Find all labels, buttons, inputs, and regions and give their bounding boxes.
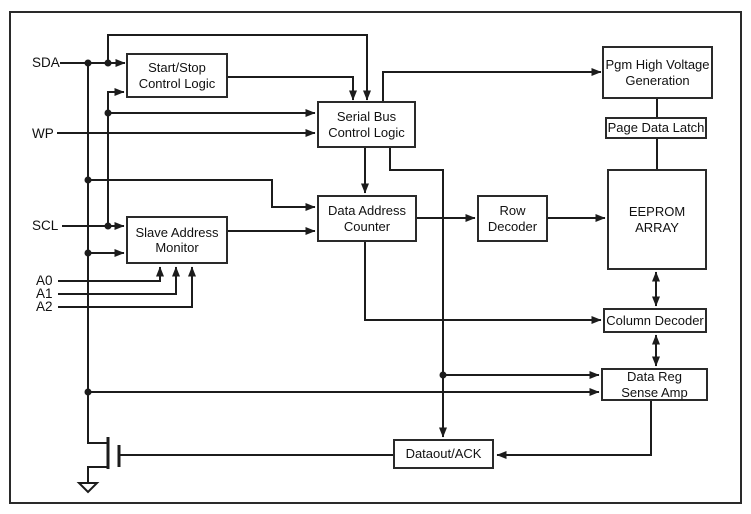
junction-dot <box>104 59 112 67</box>
pin-label-sda: SDA <box>32 55 60 70</box>
wire-sda-top-branch <box>107 34 371 101</box>
pin-label-scl: SCL <box>32 218 59 233</box>
pin-label-wp: WP <box>32 126 54 141</box>
junction-dot <box>84 176 92 184</box>
wire-sda-to-dac <box>88 179 316 211</box>
connection-wires <box>57 34 660 459</box>
wire-datareg-to-dataout <box>496 401 652 459</box>
block-eeprom-array: EEPROM ARRAY <box>607 169 707 270</box>
junction-dot <box>439 371 447 379</box>
junction-dots <box>84 59 447 396</box>
block-column-decoder: Column Decoder <box>603 308 707 333</box>
wire-a2 <box>58 266 196 308</box>
block-dataout-ack: Dataout/ACK <box>393 439 494 469</box>
block-serial-bus-control-logic: Serial Bus Control Logic <box>317 101 416 148</box>
junction-dot <box>84 249 92 257</box>
wire-dac-to-columndecoder <box>364 242 602 324</box>
block-data-address-counter: Data Address Counter <box>317 195 417 242</box>
junction-dot <box>104 222 112 230</box>
pin-label-a1: A1 <box>36 286 53 301</box>
mosfet-symbol <box>87 437 121 482</box>
wire-serialbus-to-pgmhv <box>382 68 602 101</box>
wire-scl-riser <box>107 88 125 226</box>
ground-symbol <box>76 482 100 494</box>
block-data-reg-sense-amp: Data Reg Sense Amp <box>601 368 708 401</box>
pin-label-a2: A2 <box>36 299 53 314</box>
pin-label-a0: A0 <box>36 273 53 288</box>
block-slave-address-monitor: Slave Address Monitor <box>126 216 228 264</box>
wire-a1 <box>58 266 180 295</box>
wire-startstop-to-serialbus <box>228 76 357 101</box>
block-page-data-latch: Page Data Latch <box>605 117 707 139</box>
diagram-border <box>9 11 742 504</box>
block-pgm-high-voltage-generation: Pgm High Voltage Generation <box>602 46 713 99</box>
mosfet-source-lead <box>87 466 107 482</box>
wire-sda-vertical-bus <box>87 63 107 444</box>
block-row-decoder: Row Decoder <box>477 195 548 242</box>
junction-dot <box>84 59 92 67</box>
junction-dot <box>84 388 92 396</box>
wire-a0 <box>58 266 164 282</box>
block-start-stop-control-logic: Start/Stop Control Logic <box>126 53 228 98</box>
junction-dot <box>104 109 112 117</box>
wire-serialbus-to-dataout <box>389 148 447 438</box>
